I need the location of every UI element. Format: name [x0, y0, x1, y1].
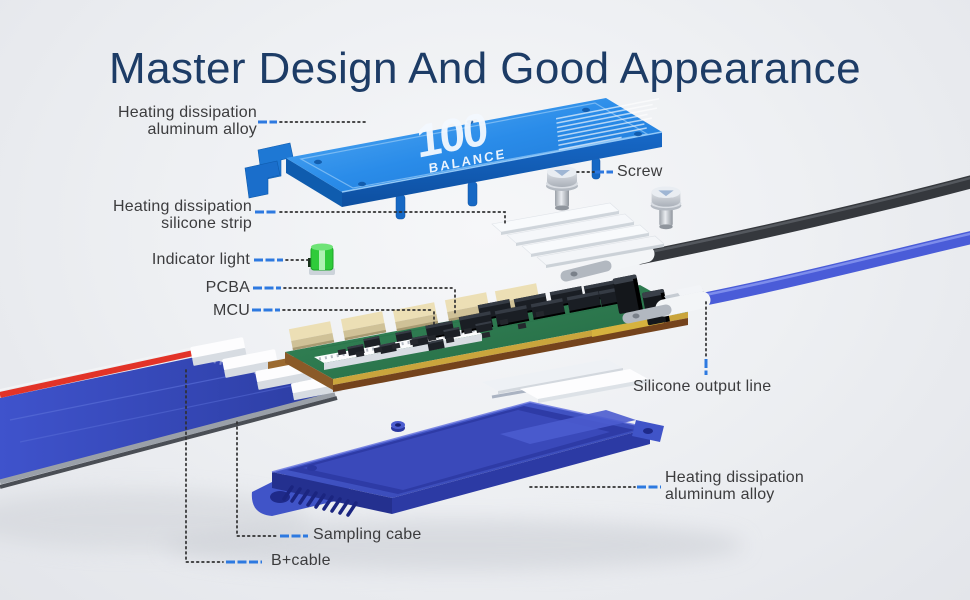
label-heat-alloy-top-line1: Heating dissipation: [118, 104, 257, 121]
label-silicone-output-line: Silicone output line: [633, 378, 772, 395]
label-heat-alloy-bottom: Heating dissipation aluminum alloy: [665, 469, 804, 503]
bottom-aluminum-case: [251, 401, 664, 517]
label-heat-alloy-bottom-line2: aluminum alloy: [665, 485, 775, 503]
label-silicone-strip-line1: Heating dissipation: [113, 198, 252, 215]
cooling-fins: [282, 485, 358, 517]
label-screw: Screw: [617, 163, 663, 180]
sampling-flat-cable: [0, 346, 338, 489]
screw-front-icon: [546, 166, 578, 211]
silicone-strips: [491, 202, 665, 268]
ground-shadows: [0, 490, 745, 571]
brand-logo: 100 BALANCE: [414, 102, 507, 176]
screw-back-icon: [650, 186, 682, 230]
label-sampling-cable: Sampling cabe: [313, 526, 422, 543]
silicone-output-pads: [482, 359, 648, 403]
b-plus-wire: [0, 349, 199, 398]
black-output-cable: [560, 175, 970, 282]
label-b-plus-cable: B+cable: [271, 552, 331, 569]
label-indicator-light: Indicator light: [151, 251, 250, 268]
label-heat-alloy-bottom-line1: Heating dissipation: [665, 469, 804, 486]
output-cables: [560, 175, 970, 324]
pcba-board: [285, 274, 708, 392]
cover-spec-print: [556, 97, 660, 151]
top-aluminum-cover: 100 BALANCE: [244, 97, 663, 220]
page-title: Master Design And Good Appearance: [109, 44, 861, 94]
indicator-light-icon: [308, 243, 335, 275]
label-mcu: MCU: [212, 302, 250, 319]
label-heat-alloy-top: Heating dissipation aluminum alloy: [92, 104, 257, 138]
label-pcba: PCBA: [205, 279, 250, 296]
label-silicone-strip-line2: silicone strip: [161, 214, 252, 232]
label-heat-alloy-top-line2: aluminum alloy: [147, 120, 257, 138]
leader-lines: [185, 120, 708, 564]
blue-output-cable: [622, 231, 970, 324]
label-silicone-strip: Heating dissipation silicone strip: [87, 198, 252, 232]
